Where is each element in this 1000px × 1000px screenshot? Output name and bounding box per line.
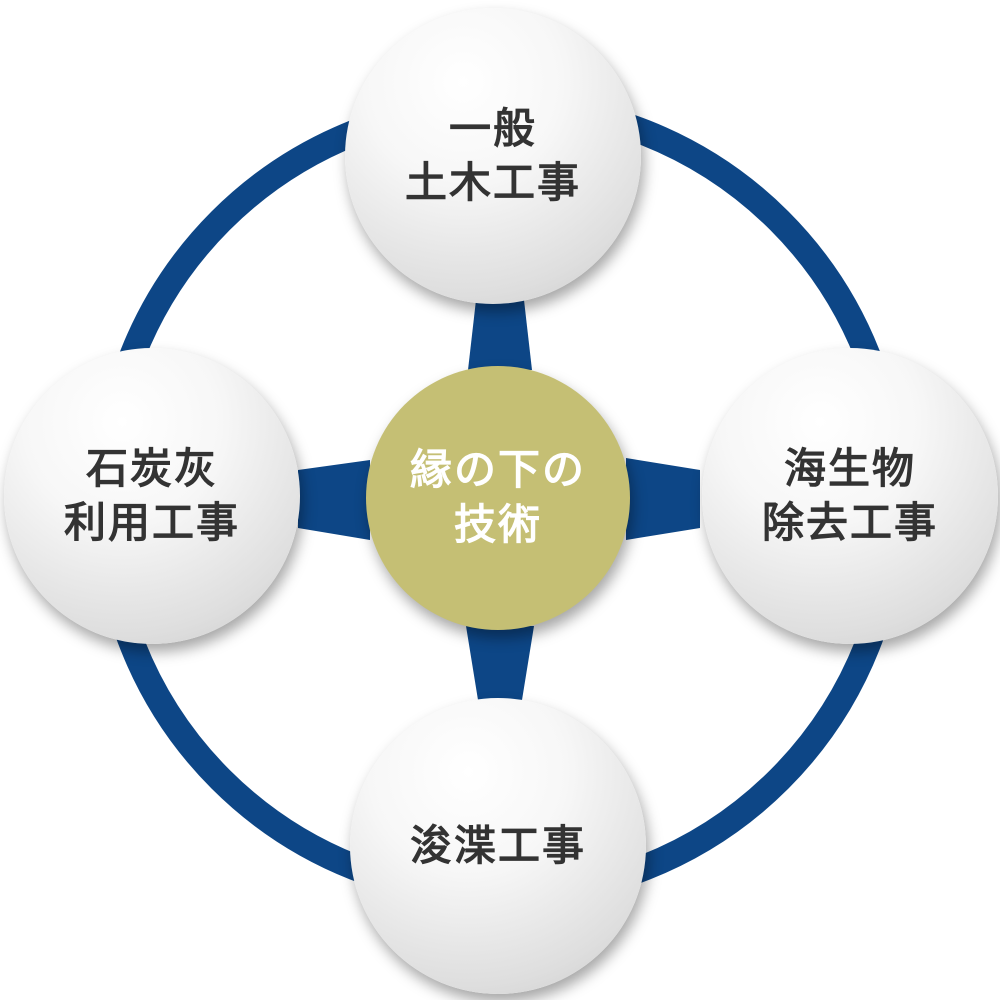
node-coal-ash-utilization: 石炭灰 利用工事 bbox=[4, 348, 300, 644]
center-line2: 技術 bbox=[453, 500, 542, 549]
node-right-line2: 除去工事 bbox=[761, 498, 938, 547]
connector-up bbox=[468, 300, 532, 370]
node-general-civil-engineering: 一般 土木工事 bbox=[345, 8, 641, 304]
connector-left bbox=[298, 460, 370, 540]
center-core-technology: 縁の下の 技術 bbox=[366, 366, 630, 630]
node-marine-organism-removal: 海生物 除去工事 bbox=[702, 348, 998, 644]
node-right-line1: 海生物 bbox=[783, 444, 916, 494]
node-dredging-work: 浚渫工事 bbox=[350, 698, 646, 994]
node-top-line1: 一般 bbox=[448, 104, 537, 154]
node-left-line1: 石炭灰 bbox=[85, 444, 218, 494]
node-left-line2: 利用工事 bbox=[63, 498, 240, 547]
node-bottom-line1: 浚渫工事 bbox=[409, 821, 586, 871]
connector-down bbox=[466, 626, 534, 700]
node-top-line2: 土木工事 bbox=[404, 158, 581, 207]
center-line1: 縁の下の bbox=[409, 445, 586, 495]
connector-right bbox=[626, 458, 700, 540]
